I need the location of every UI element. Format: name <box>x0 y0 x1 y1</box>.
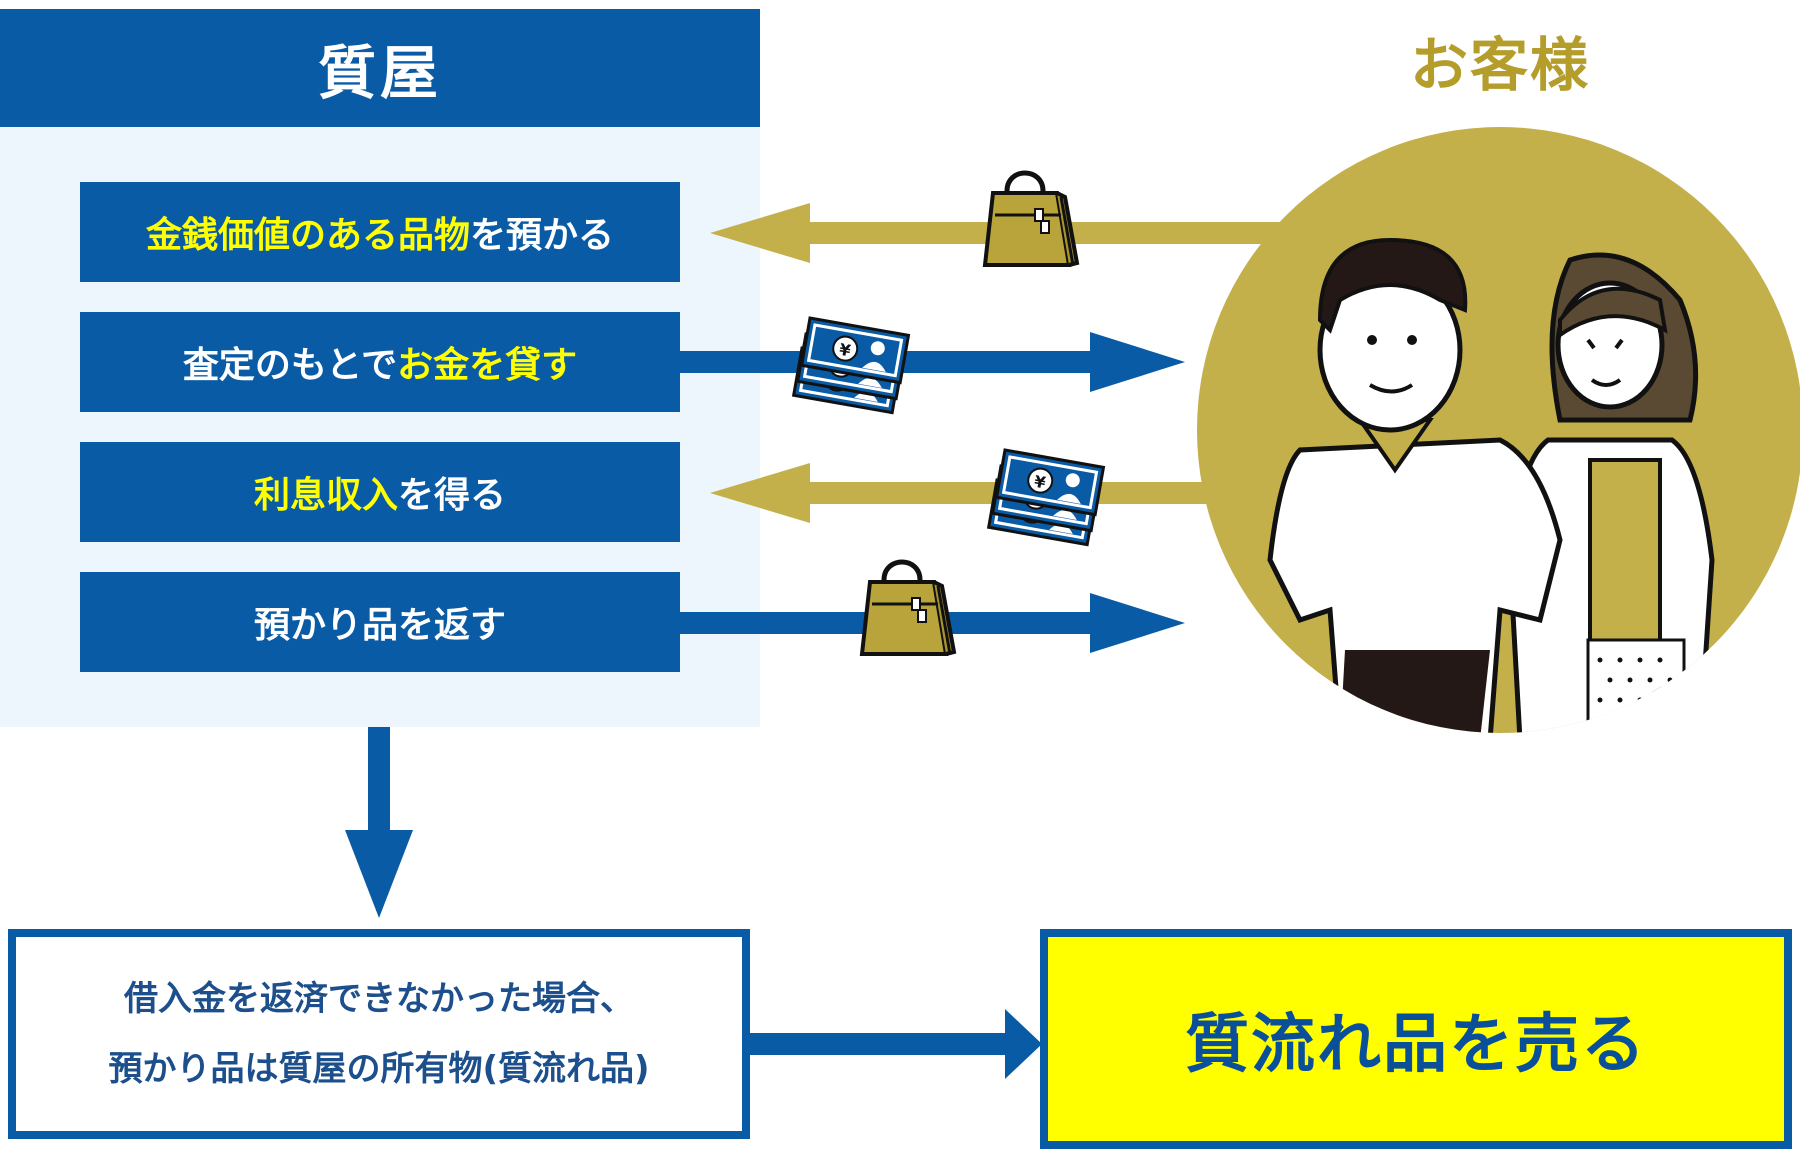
step-text-1a: 金銭価値のある品物 <box>145 215 470 256</box>
unpaid-loan-note: 借入金を返済できなかった場合、 預かり品は質屋の所有物(質流れ品) <box>8 929 750 1139</box>
step-return-items: 預かり品を返す <box>80 572 680 672</box>
unpaid-loan-line1: 借入金を返済できなかった場合、 <box>124 979 634 1019</box>
step-text-4a: 預かり品を返す <box>253 605 506 646</box>
step-text-2a: 査定のもとで <box>182 345 398 386</box>
step-text-2b: お金を貸す <box>397 345 578 386</box>
bag-icon-2 <box>862 562 954 654</box>
unpaid-loan-line2: 預かり品は質屋の所有物(質流れ品) <box>108 1049 650 1089</box>
arrow-down <box>368 727 390 837</box>
money-icon <box>794 318 909 413</box>
step-receive-items: 金銭価値のある品物を預かる <box>80 182 680 282</box>
step-receive-interest: 利息収入を得る <box>80 442 680 542</box>
customer-people-illustration <box>1267 237 1715 733</box>
arrow-to-sell <box>750 1033 1020 1055</box>
customer-title: お客様 <box>1409 31 1590 99</box>
shop-title: 質屋 <box>0 9 760 127</box>
step-text-1b: を預かる <box>470 215 615 256</box>
step-text-3a: 利息収入 <box>253 475 398 516</box>
bag-icon <box>985 173 1077 265</box>
step-lend-money: 査定のもとでお金を貸す <box>80 312 680 412</box>
sell-forfeited-items: 質流れ品を売る <box>1040 929 1792 1149</box>
step-text-3b: を得る <box>398 475 507 516</box>
money-icon-2 <box>989 450 1104 545</box>
